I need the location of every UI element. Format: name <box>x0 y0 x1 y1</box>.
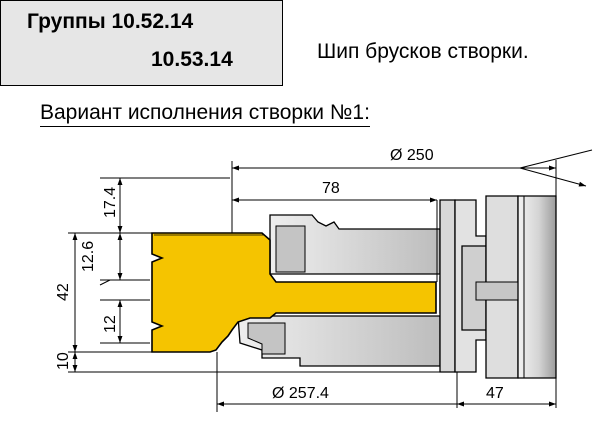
dim-h-12: 12 <box>102 315 119 333</box>
dim-h-12-6: 12.6 <box>80 241 97 272</box>
workpiece-profile <box>151 232 437 353</box>
dimension-labels: Ø 250 78 Ø 257.4 47 17.4 12.6 42 12 10 <box>55 147 504 402</box>
page-title: Шип брусков створки. <box>317 40 529 63</box>
variant-heading: Вариант исполнения створки №1: <box>40 101 370 127</box>
dim-h-17-4: 17.4 <box>102 187 119 218</box>
dimension-lines <box>68 149 593 412</box>
dim-len-78: 78 <box>322 180 340 197</box>
dim-h-10: 10 <box>55 352 72 370</box>
groups-line-1: Группы 10.52.14 <box>27 10 194 33</box>
dim-dia-250: Ø 250 <box>390 147 434 164</box>
cutter-body <box>237 195 557 379</box>
dim-len-47: 47 <box>486 385 504 402</box>
dim-dia-257: Ø 257.4 <box>272 385 329 402</box>
groups-line-2: 10.53.14 <box>151 48 233 71</box>
dim-h-42: 42 <box>55 283 72 301</box>
groups-box: Группы 10.52.14 10.53.14 <box>0 0 283 86</box>
